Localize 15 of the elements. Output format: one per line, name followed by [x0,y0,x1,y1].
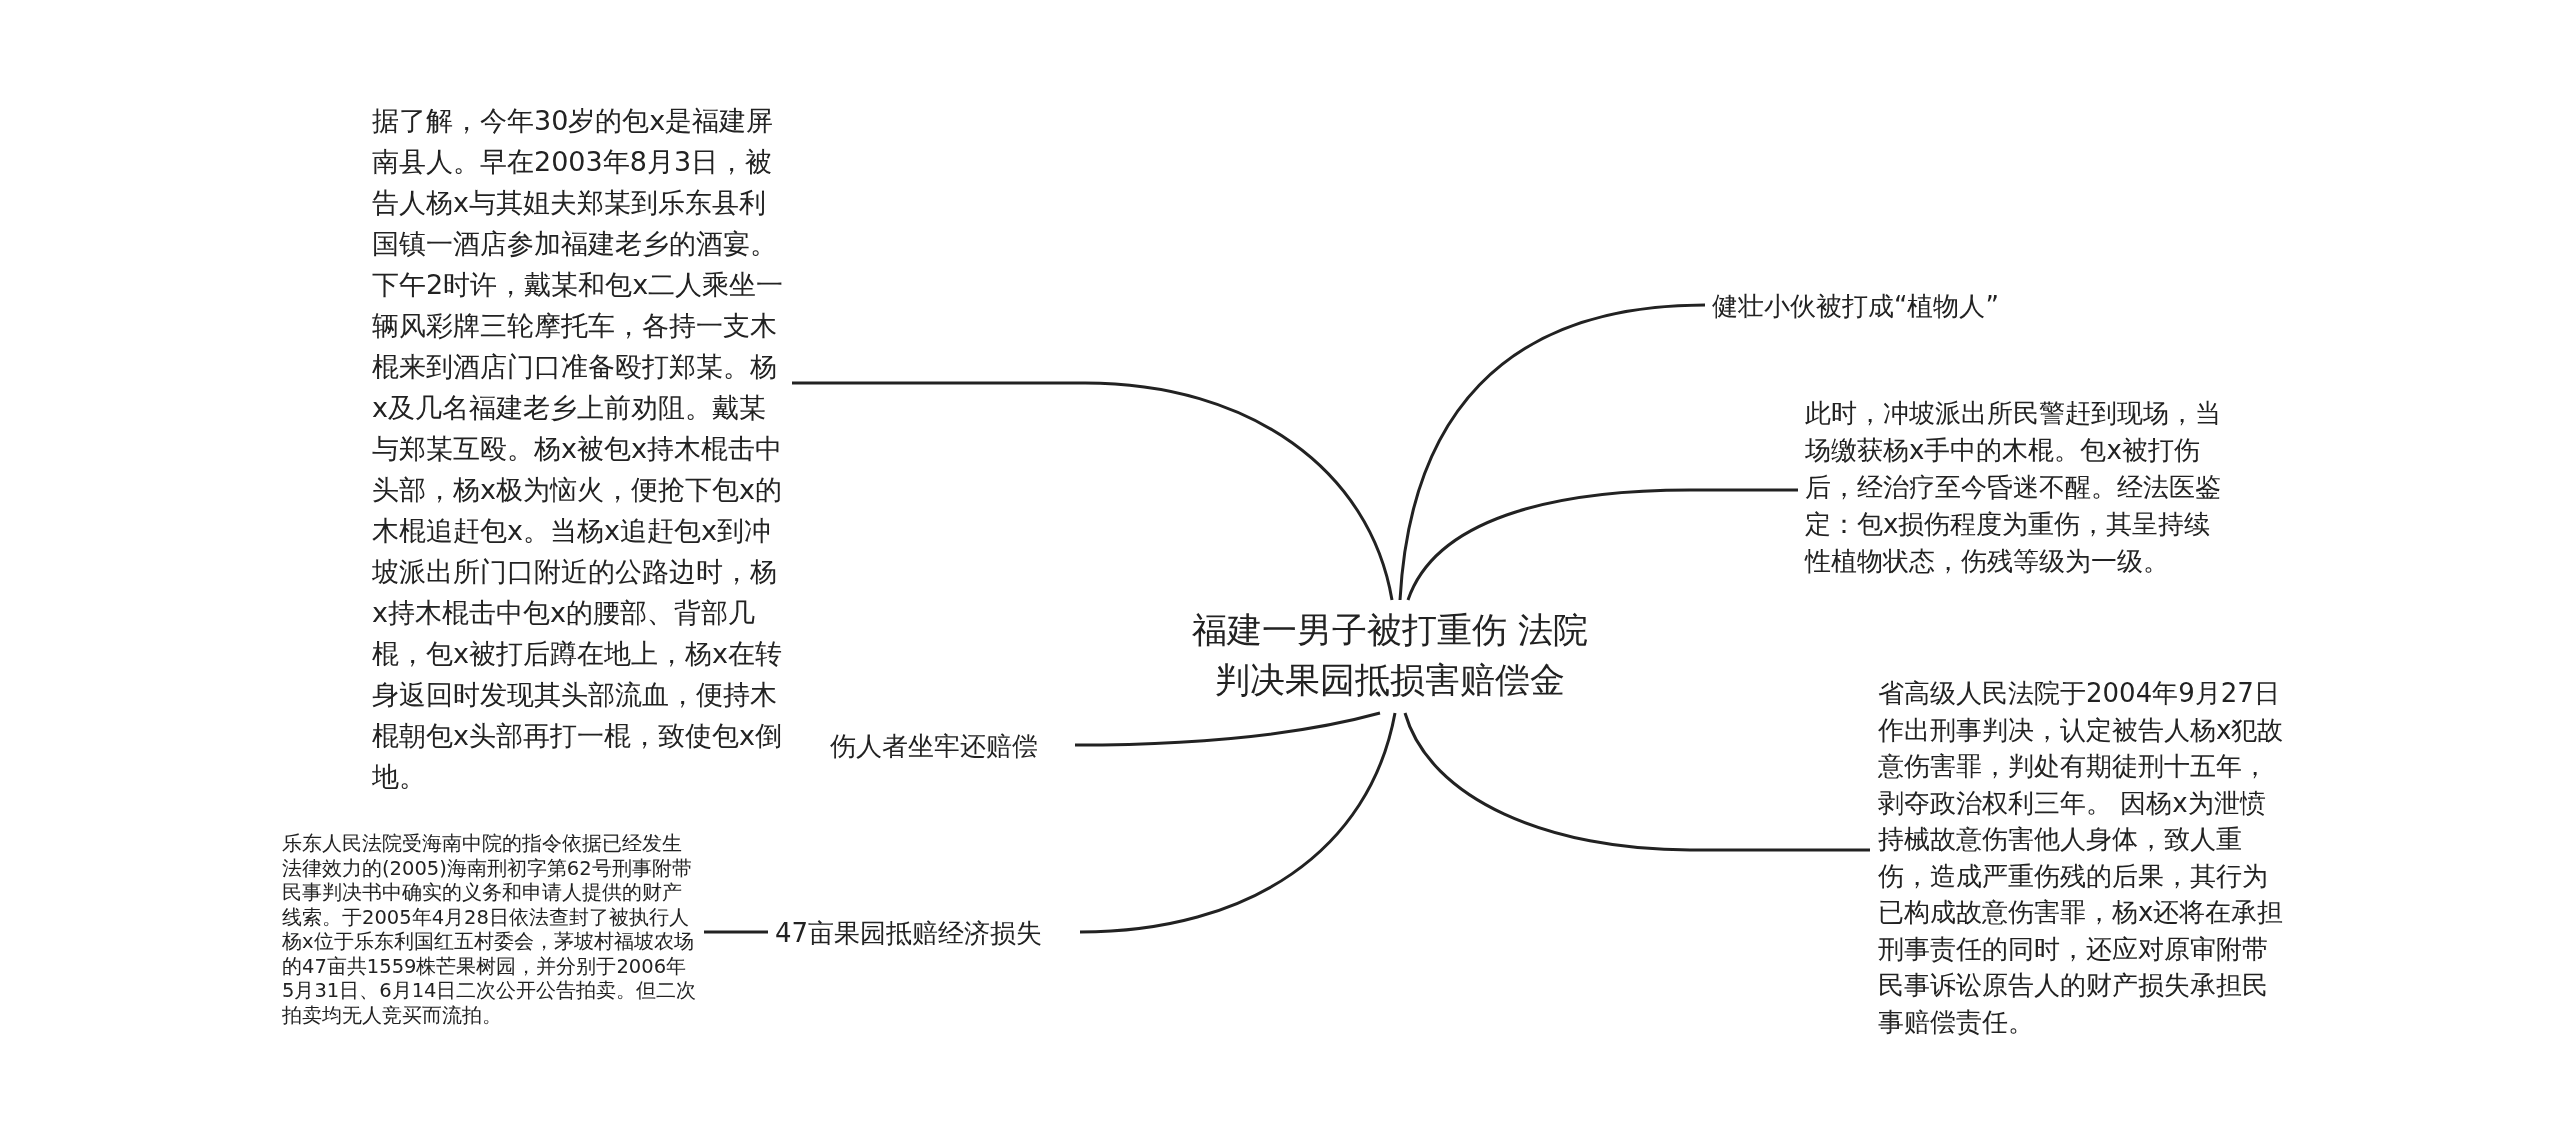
connector-line [1406,488,1798,601]
connector-line [1398,303,1706,601]
branch-label: 伤人者坐牢还赔偿 [830,728,1070,764]
note-text: 乐东人民法院受海南中院的指令依据已经发生法律效力的(2005)海南刑初字第62号刑事附带民事判决书中确实的义务和申请人提供的财产线索。于2005年4月28日依法查封了被执行人杨x位于乐东利国红五村委会，茅坡村福坡农场的47亩共1559株芒果树园，并分别于2006年5月31日、6月14日二次公开公告拍卖。但二次拍卖均无人竞买而流拍。 [282,832,697,1028]
connector-line [1075,711,1381,747]
central-topic: 福建一男子被打重伤 法院判决果园抵损害赔偿金 [1180,605,1600,705]
note-text: 此时，冲坡派出所民警赶到现场，当场缴获杨x手中的木棍。包x被打伤后，经治疗至今昏迷不醒。经法医鉴定：包x损伤程度为重伤，其呈持续性植物状态，伤残等级为一级。 [1805,395,2230,580]
note-text: 据了解，今年30岁的包x是福建屏南县人。早在2003年8月3日，被告人杨x与其姐夫郑某到乐东县利国镇一酒店参加福建老乡的酒宴。下午2时许，戴某和包x二人乘坐一辆风彩牌三轮摩托车，各持一支木棍来到酒店门口准备殴打郑某。杨x及几名福建老乡上前劝阻。戴某与郑某互殴。杨x被包x持木棍击中头部，杨x极为恼火，便抢下包x的木棍追赶包x。当杨x追赶包x到冲坡派出所门口附近的公路边时，杨x持木棍击中包x的腰部、背部几棍，包x被打后蹲在地上，杨x在转身返回时发现其头部流血，便持木棍朝包x头部再打一棍，致使包x倒地。 [372,100,784,797]
connector-line [1079,712,1397,934]
connector-line [1403,712,1870,852]
branch-label: 健壮小伙被打成“植物人” [1712,288,2052,324]
note-text: 省高级人民法院于2004年9月27日作出刑事判决，认定被告人杨x犯故意伤害罪，判处有期徒刑十五年，剥夺政治权利三年。 因杨x为泄愤持械故意伤害他人身体，致人重伤，造成严重伤残的后果，其行为已构成故意伤害罪，杨x还将在承担刑事责任的同时，还应对原审附带民事诉讼原告人的财产损失承担民事赔偿责任。 [1878,675,2288,1040]
connector-line [792,381,1394,601]
connector-line [704,930,768,934]
branch-label: 47亩果园抵赔经济损失 [775,915,1075,951]
